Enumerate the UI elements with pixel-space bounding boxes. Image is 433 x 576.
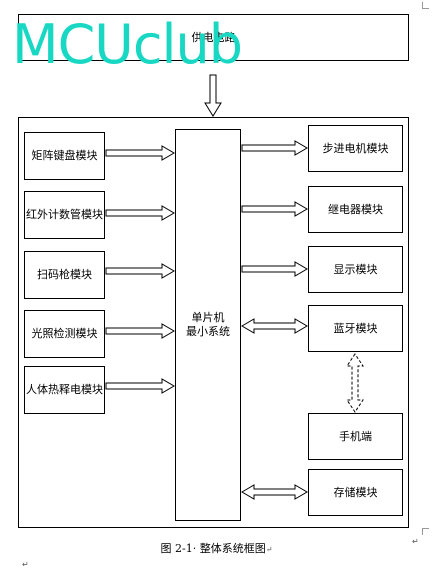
paragraph-mark-right: ↵ [412,537,419,546]
light-detection-label: 光照检测模块 [31,327,98,341]
caption-paragraph-mark: ↵ [265,545,273,554]
light-to-mcu-arrow [105,323,175,339]
power-down-arrow [204,74,222,117]
power-supply-label: 供电电路 [191,30,236,44]
stepper-motor-label: 步进电机模块 [322,141,389,155]
pir-sensor-module: 人体热释电模块 [24,366,105,414]
light-detection-module: 光照检测模块 [24,310,105,358]
figure-caption-text: 图 2-1· 整体系统框图 [160,542,266,555]
mcu-label-line1: 单片机 [191,311,225,325]
storage-label: 存储模块 [333,485,378,499]
bluetooth-phone-dashed-link [346,353,364,413]
pir-sensor-label: 人体热释电模块 [26,383,103,397]
mcu-to-stepper-arrow [241,140,308,156]
mcu-box: 单片机 最小系统 [175,129,241,521]
crop-mark-bottom-right [422,528,429,535]
power-supply-box: 供电电路 [18,14,409,61]
figure-caption: 图 2-1· 整体系统框图↵ [0,540,433,556]
infrared-counter-module: 红外计数管模块 [24,191,105,239]
barcode-scanner-module: 扫码枪模块 [24,251,105,299]
relay-module: 继电器模块 [308,186,403,233]
keypad-to-mcu-arrow [105,145,175,161]
system-frame [18,117,409,528]
barcode-scanner-label: 扫码枪模块 [37,268,92,282]
mcuclub-watermark: MCUclub [12,13,243,76]
pir-to-mcu-arrow [105,378,175,394]
display-module: 显示模块 [308,246,403,293]
infrared-to-mcu-arrow [105,205,175,221]
paragraph-mark-bottom: ↵ [22,560,29,569]
storage-module: 存储模块 [308,469,403,516]
infrared-counter-label: 红外计数管模块 [26,208,103,222]
phone-terminal: 手机端 [308,413,403,460]
stepper-motor-module: 步进电机模块 [308,125,403,172]
crop-mark-top-right [422,2,429,9]
relay-label: 继电器模块 [328,202,383,216]
mcu-to-relay-arrow [241,201,308,217]
mcu-storage-bidirectional-arrow [241,484,308,500]
matrix-keypad-module: 矩阵键盘模块 [24,132,105,180]
phone-terminal-label: 手机端 [339,429,372,443]
mcu-to-display-arrow [241,261,308,277]
mcu-label-line2: 最小系统 [186,325,230,338]
matrix-keypad-label: 矩阵键盘模块 [31,149,98,163]
bluetooth-module: 蓝牙模块 [308,305,403,352]
bluetooth-label: 蓝牙模块 [333,321,378,335]
display-label: 显示模块 [333,262,378,276]
scanner-to-mcu-arrow [105,263,175,279]
mcu-bluetooth-bidirectional-arrow [241,318,308,334]
